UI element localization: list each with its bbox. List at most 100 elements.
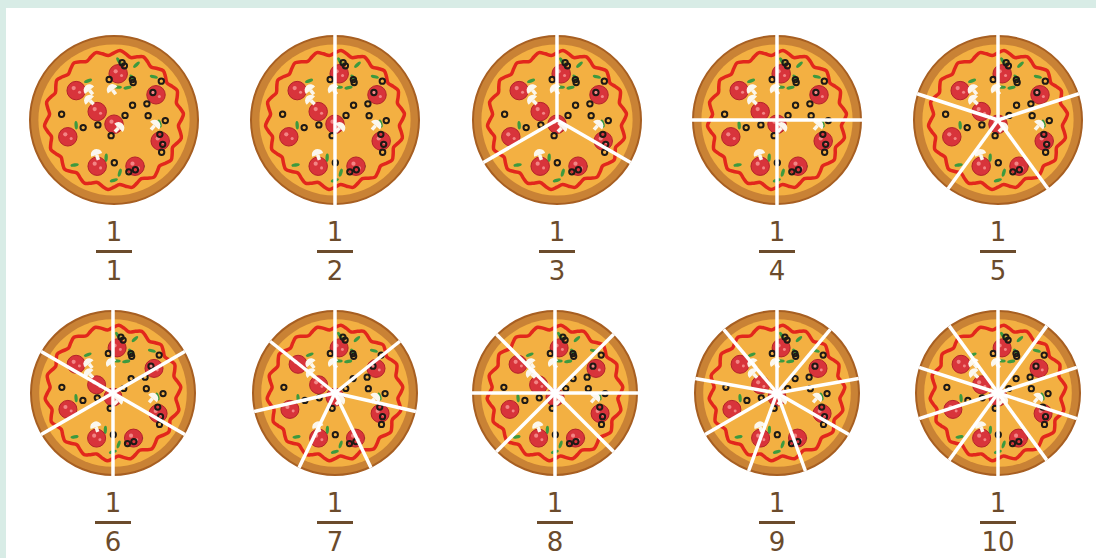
basil-leaf xyxy=(1007,85,1016,90)
olive xyxy=(160,142,165,147)
denominator: 1 xyxy=(106,258,123,284)
olive xyxy=(328,351,333,356)
olive xyxy=(549,77,554,82)
basil-leaf xyxy=(84,78,93,84)
slice-cut xyxy=(998,120,1048,189)
olive xyxy=(129,354,134,359)
pepperoni xyxy=(371,404,389,422)
olive xyxy=(537,395,542,400)
olive xyxy=(133,167,138,172)
pizza-crust xyxy=(251,36,419,204)
fraction-bar xyxy=(539,250,575,253)
basil-leaf xyxy=(552,177,561,183)
pizza-crust xyxy=(473,311,637,475)
page-ground xyxy=(6,8,1096,558)
pizza-cheese xyxy=(38,44,189,195)
basil-leaf xyxy=(131,335,139,343)
olive xyxy=(106,77,111,82)
basil-leaf xyxy=(564,359,573,364)
basil-leaf xyxy=(292,435,301,440)
olive xyxy=(991,351,996,356)
pepperoni xyxy=(569,157,587,175)
olive xyxy=(122,63,127,68)
basil-leaf xyxy=(738,394,742,402)
olive xyxy=(822,78,827,83)
basil-leaf xyxy=(148,348,157,353)
olive xyxy=(380,150,385,155)
olive xyxy=(159,78,164,83)
olive xyxy=(785,113,790,118)
olive xyxy=(792,376,797,381)
olive xyxy=(1043,150,1048,155)
fraction: 19 xyxy=(727,490,827,555)
slice-cut xyxy=(777,379,859,393)
olive xyxy=(80,125,85,130)
fraction: 15 xyxy=(948,219,1048,284)
olive xyxy=(996,160,1001,165)
olive xyxy=(806,375,811,380)
mushroom xyxy=(81,82,97,98)
olive xyxy=(95,122,100,127)
slice-cut xyxy=(333,35,337,120)
olive xyxy=(106,351,111,356)
olive xyxy=(163,118,168,123)
olive xyxy=(602,78,607,83)
slice-cut xyxy=(998,367,1077,393)
olive xyxy=(775,432,780,437)
pizza xyxy=(473,35,641,204)
basil-leaf xyxy=(954,163,963,168)
olive xyxy=(584,375,589,380)
olive xyxy=(576,167,581,172)
fraction: 16 xyxy=(63,490,163,555)
olive xyxy=(379,422,384,427)
olive xyxy=(793,103,798,108)
fraction: 17 xyxy=(285,490,385,555)
olive xyxy=(567,441,572,446)
olive xyxy=(301,125,306,130)
olive xyxy=(600,132,605,137)
basil-leaf xyxy=(353,335,361,343)
basil-leaf xyxy=(305,78,314,84)
basil-leaf xyxy=(747,78,756,84)
pepperoni xyxy=(789,157,807,175)
olive xyxy=(789,169,794,174)
olive xyxy=(793,354,798,359)
numerator: 1 xyxy=(106,219,123,245)
olive xyxy=(1043,414,1048,419)
mushroom xyxy=(525,92,541,108)
numerator: 1 xyxy=(327,219,344,245)
olive xyxy=(600,414,605,419)
basil-leaf xyxy=(525,352,534,358)
olive xyxy=(1014,80,1019,85)
slice-cut xyxy=(335,393,416,411)
pepperoni xyxy=(722,128,740,146)
mushroom xyxy=(81,356,97,372)
basil-leaf xyxy=(780,168,786,177)
slice-cut xyxy=(917,94,998,120)
pizza-crust xyxy=(916,311,1080,475)
slice-cut xyxy=(557,120,631,163)
slice-cut xyxy=(998,326,1047,393)
basil-leaf xyxy=(338,440,344,449)
slice-cut xyxy=(41,393,113,435)
slice-cut xyxy=(254,393,335,411)
olive xyxy=(125,441,130,446)
slice-cut xyxy=(270,341,335,393)
olive xyxy=(347,441,352,446)
pizza-crust xyxy=(695,311,859,475)
slice-cut xyxy=(335,393,371,468)
olive xyxy=(159,150,164,155)
olive xyxy=(769,77,774,82)
olive xyxy=(573,103,578,108)
olive xyxy=(316,122,321,127)
fraction: 18 xyxy=(505,490,605,555)
olive xyxy=(59,385,64,390)
basil-leaf xyxy=(566,85,575,90)
pepperoni xyxy=(943,128,961,146)
slice-cut xyxy=(111,310,115,393)
mushroom xyxy=(965,82,981,98)
olive xyxy=(1016,439,1021,444)
fraction-bar xyxy=(317,521,353,524)
olive xyxy=(1017,167,1022,172)
